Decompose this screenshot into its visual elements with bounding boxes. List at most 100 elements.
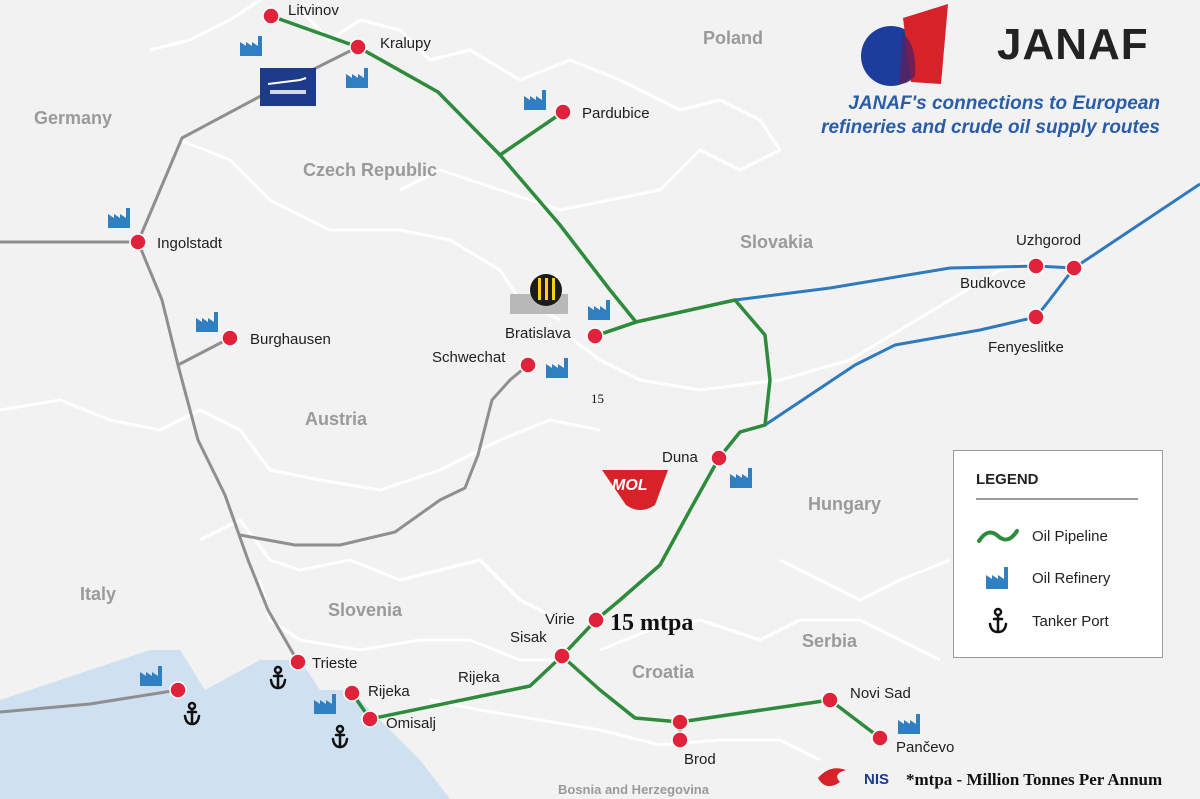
refinery-icon [588, 300, 610, 320]
city-dot-virie [587, 611, 605, 629]
country-label: Czech Republic [303, 160, 437, 180]
city-dot-novi-sad [821, 691, 839, 709]
bratislava-note-label: 15 [591, 391, 604, 406]
country-label: Italy [80, 584, 116, 604]
nis-logo-icon: NIS [818, 768, 889, 788]
country-label: Slovakia [740, 232, 814, 252]
refinery-icon [346, 68, 368, 88]
city-dot-bratislava [586, 327, 604, 345]
city-dot-pardubice [554, 103, 572, 121]
city-dot-sisak [553, 647, 571, 665]
country-label: Slovenia [328, 600, 403, 620]
country-label: Germany [34, 108, 112, 128]
city-dot-trieste [289, 653, 307, 671]
legend-item-pipeline: Oil Pipeline [976, 521, 1108, 551]
city-dot-burghausen [221, 329, 239, 347]
legend-box: LEGEND Oil Pipeline Oil Refinery Tanker … [953, 450, 1163, 658]
legend-label: Oil Pipeline [1032, 527, 1108, 545]
city-dot-rijeka [343, 684, 361, 702]
city-label: Budkovce [960, 275, 1026, 292]
city-markers [129, 7, 1083, 749]
city-label: Kralupy [380, 35, 431, 52]
anchor-icon [331, 724, 349, 749]
janaf-brand: JANAF JANAF's connections to European re… [821, 4, 1175, 144]
refinery-icons [108, 36, 920, 734]
city-dot-litvinov [262, 7, 280, 25]
legend-title: LEGEND [976, 471, 1039, 488]
city-dot-koper [169, 681, 187, 699]
brand-subtitle: JANAF's connections to European refineri… [800, 92, 1160, 140]
brand-subtitle-line: refineries and crude oil supply routes [821, 117, 1160, 138]
capacity-label: 15 mtpa [610, 610, 694, 636]
city-dot-schwechat [519, 356, 537, 374]
city-label: Duna [662, 449, 699, 466]
city-dot-fenyeslitke [1027, 308, 1045, 326]
nis-logo-text: NIS [864, 771, 889, 788]
refinery-icon [108, 208, 130, 228]
city-dot-uzhgorod [1065, 259, 1083, 277]
refinery-icon [196, 312, 218, 332]
city-label: Burghausen [250, 331, 331, 348]
legend-divider [976, 498, 1138, 500]
legend-label: Oil Refinery [1032, 569, 1111, 587]
city-dot-brod-upper [671, 713, 689, 731]
unipetrol-logo-icon [260, 68, 316, 106]
anchor-icon [269, 665, 287, 690]
city-dot-ingolstadt [129, 233, 147, 251]
country-label: Croatia [632, 662, 695, 682]
city-label: Pančevo [896, 739, 954, 756]
city-dot-brod [671, 731, 689, 749]
city-label: Sisak [510, 629, 547, 646]
city-label: Virie [545, 611, 575, 628]
refinery-icon [898, 714, 920, 734]
mol-logo-icon: MOL [602, 470, 668, 510]
country-label: Serbia [802, 631, 858, 651]
city-dot-omisalj [361, 710, 379, 728]
country-borders [0, 0, 1041, 762]
refinery-icon [140, 666, 162, 686]
city-label: Brod [684, 751, 716, 768]
legend-item-refinery: Oil Refinery [976, 563, 1110, 593]
city-dot-pancevo [871, 729, 889, 747]
route-label-rijeka: Rijeka [458, 669, 500, 686]
janaf-logo-icon [861, 4, 948, 86]
adriatic-sea [0, 650, 450, 799]
city-label: Bratislava [505, 325, 572, 342]
city-label: Ingolstadt [157, 235, 223, 252]
city-label: Litvinov [288, 2, 339, 19]
city-label: Trieste [312, 655, 357, 672]
refinery-icon [314, 694, 336, 714]
city-labels: Litvinov Kralupy Pardubice Ingolstadt Bu… [157, 2, 1081, 768]
pipeline-icon [977, 529, 1019, 543]
brand-name: JANAF [997, 20, 1149, 69]
legend-item-tanker-port: Tanker Port [976, 606, 1109, 636]
refinery-icon [730, 468, 752, 488]
slovnaft-logo-icon [510, 274, 568, 314]
tanker-ports [183, 665, 349, 749]
city-label: Fenyeslitke [988, 339, 1064, 356]
city-label: Novi Sad [850, 685, 911, 702]
footnote: *mtpa - Million Tonnes Per Annum [906, 770, 1163, 789]
druzhba-pipelines [734, 182, 1200, 427]
city-dot-kralupy [349, 38, 367, 56]
refinery-icon [524, 90, 546, 110]
country-label: Bosnia and Herzegovina [558, 782, 710, 797]
city-label: Schwechat [432, 349, 506, 366]
country-label: Poland [703, 28, 763, 48]
refinery-icon [546, 358, 568, 378]
country-labels: Poland Germany Czech Republic Slovakia A… [34, 28, 881, 797]
other-pipelines [0, 45, 529, 714]
city-label: Rijeka [368, 683, 410, 700]
city-label: Pardubice [582, 105, 650, 122]
country-label: Austria [305, 409, 368, 429]
city-label: Uzhgorod [1016, 232, 1081, 249]
city-label: Omisalj [386, 715, 436, 732]
anchor-icon [183, 701, 201, 726]
mol-logo-text: MOL [612, 477, 648, 494]
legend-label: Tanker Port [1032, 612, 1109, 630]
brand-subtitle-line: JANAF's connections to European [848, 93, 1160, 114]
city-dot-duna [710, 449, 728, 467]
refinery-icon [986, 567, 1008, 589]
